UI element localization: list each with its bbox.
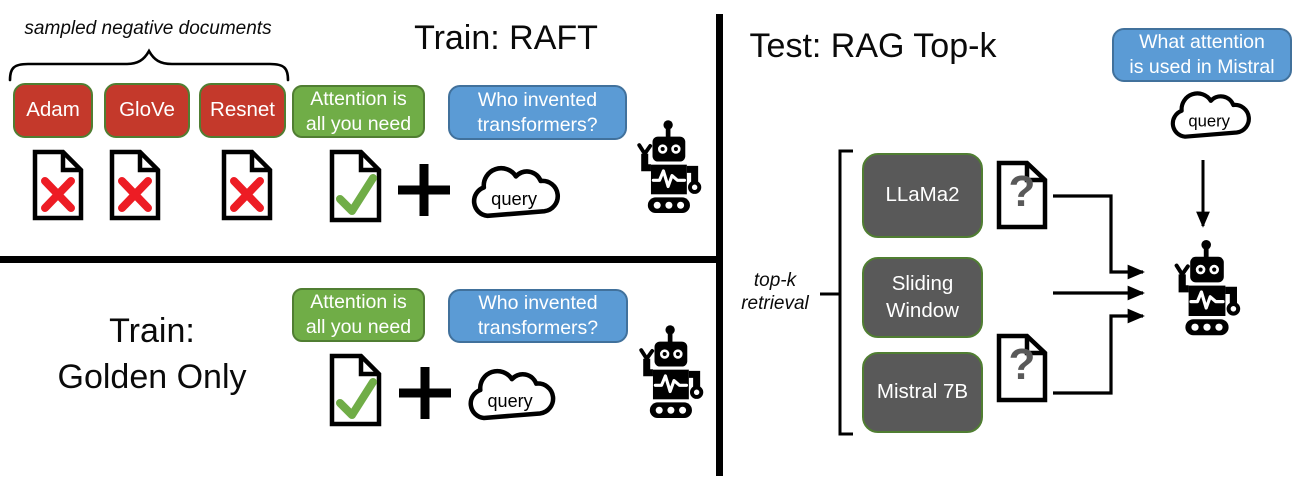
query-cloud: query [456, 362, 566, 427]
question-box: Who invented transformers? [448, 289, 628, 343]
golden-document [328, 352, 383, 428]
negative-doc-box-resnet: Resnet [199, 83, 286, 138]
panel-train-golden: Train: Golden Only Attention is all you … [0, 263, 719, 490]
query-cloud: query [1160, 84, 1260, 146]
arrow-doc3-to-robot [1053, 308, 1145, 395]
plus-icon [398, 164, 450, 216]
retrieved-document-1: ? [995, 159, 1049, 231]
panel-title-test-rag: Test: RAG Top-k [749, 27, 997, 65]
document-question-icon [996, 160, 1048, 230]
divider-horizontal [0, 256, 719, 263]
query-cloud-icon: query [468, 368, 556, 421]
negative-document-1 [31, 148, 85, 222]
svg-text:query: query [491, 188, 538, 209]
robot-icon [637, 120, 702, 214]
negative-document-2 [108, 148, 162, 222]
svg-text:query: query [1188, 112, 1230, 131]
question-box: Who invented transformers? [448, 85, 627, 140]
brace-label: sampled negative documents [24, 18, 272, 39]
query-cloud-icon: query [1170, 91, 1251, 139]
question-mark-glyph: ? [1008, 340, 1036, 389]
negative-doc-box-glove: GloVe [104, 83, 190, 138]
golden-doc-box: Attention is all you need [292, 85, 425, 138]
document-check-icon [329, 149, 382, 223]
llm-robot [626, 118, 704, 216]
document-question-icon [996, 333, 1048, 403]
llm-robot [1163, 238, 1243, 338]
robot-icon [639, 325, 704, 419]
overbrace-icon [8, 48, 290, 82]
arrow-doc1-to-robot [1053, 194, 1145, 280]
topk-retrieval-label: top-k retrieval [741, 270, 809, 314]
document-check-icon [329, 353, 382, 427]
plus-sign [398, 164, 450, 216]
divider-vertical [716, 14, 723, 476]
document-x-icon [109, 149, 161, 221]
golden-document [328, 148, 383, 224]
panel-train-raft: Train: RAFT sampled negative documents A… [0, 0, 719, 256]
plus-sign [399, 367, 451, 419]
negative-doc-box-adam: Adam [13, 83, 93, 138]
svg-text:query: query [488, 391, 533, 411]
negative-document-3 [220, 148, 274, 222]
retrieved-box-mistral-7b: Mistral 7B [862, 352, 983, 433]
plus-icon [399, 367, 451, 419]
retrieved-box-llama2: LLaMa2 [862, 153, 983, 238]
query-cloud: query [460, 159, 570, 225]
robot-icon [1174, 240, 1241, 336]
retrieved-document-2: ? [995, 332, 1049, 404]
query-cloud-icon: query [471, 165, 561, 219]
test-question-box: What attention is used in Mistral [1112, 28, 1292, 82]
panel-title-train-raft: Train: RAFT [414, 19, 598, 57]
panel-title-train-golden: Train: Golden Only [57, 312, 247, 396]
document-x-icon [221, 149, 273, 221]
bracket-icon [820, 149, 853, 436]
llm-robot [628, 323, 706, 421]
question-mark-glyph: ? [1008, 167, 1036, 216]
retrieved-box-sliding-window: Sliding Window [862, 257, 983, 338]
panel-test-rag: Test: RAG Top-k What attention is used i… [723, 0, 1312, 490]
connector-overlay [820, 149, 1210, 436]
golden-doc-box: Attention is all you need [292, 288, 425, 342]
document-x-icon [32, 149, 84, 221]
